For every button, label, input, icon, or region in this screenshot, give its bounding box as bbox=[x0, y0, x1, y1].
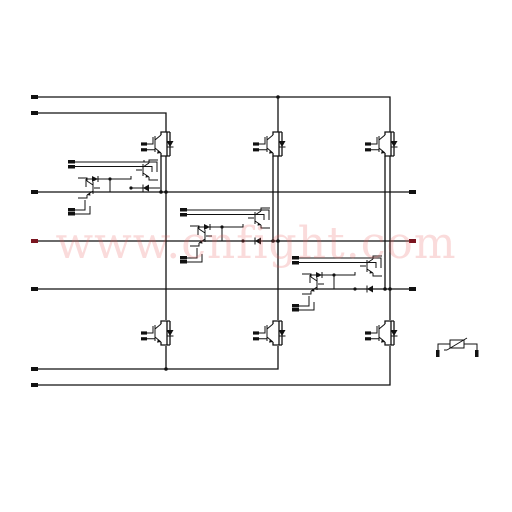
ntc-thermistor bbox=[436, 337, 479, 357]
igbt-leg1-upper bbox=[140, 131, 175, 157]
terminal-mid-1 bbox=[31, 190, 38, 194]
left-terminals bbox=[31, 95, 38, 387]
igbt-leg3-lower bbox=[364, 320, 399, 346]
phase-leg-2 bbox=[252, 131, 287, 346]
phase-leg-3 bbox=[364, 131, 399, 346]
terminal-phase-w bbox=[409, 287, 416, 291]
terminal-dc-minus bbox=[31, 383, 38, 387]
igbt-leg1-lower bbox=[140, 320, 175, 346]
terminal-phase-u bbox=[409, 190, 416, 194]
terminal-dc-plus bbox=[31, 95, 38, 99]
igbt-leg3-upper bbox=[364, 131, 399, 157]
terminal-aux-1 bbox=[31, 111, 38, 115]
clamp-cell-3 bbox=[292, 255, 384, 312]
terminal-mid-3 bbox=[31, 287, 38, 291]
clamp-cell-2 bbox=[180, 207, 272, 264]
clamp-cell-1 bbox=[68, 159, 160, 216]
igbt-leg2-lower bbox=[252, 320, 287, 346]
igbt-leg2-upper bbox=[252, 131, 287, 157]
terminal-mid-2 bbox=[31, 239, 38, 243]
terminal-phase-v bbox=[409, 239, 416, 243]
phase-leg-1 bbox=[140, 131, 175, 346]
bus-wiring bbox=[38, 95, 409, 386]
right-terminals bbox=[409, 190, 416, 291]
terminal-aux-2 bbox=[31, 367, 38, 371]
